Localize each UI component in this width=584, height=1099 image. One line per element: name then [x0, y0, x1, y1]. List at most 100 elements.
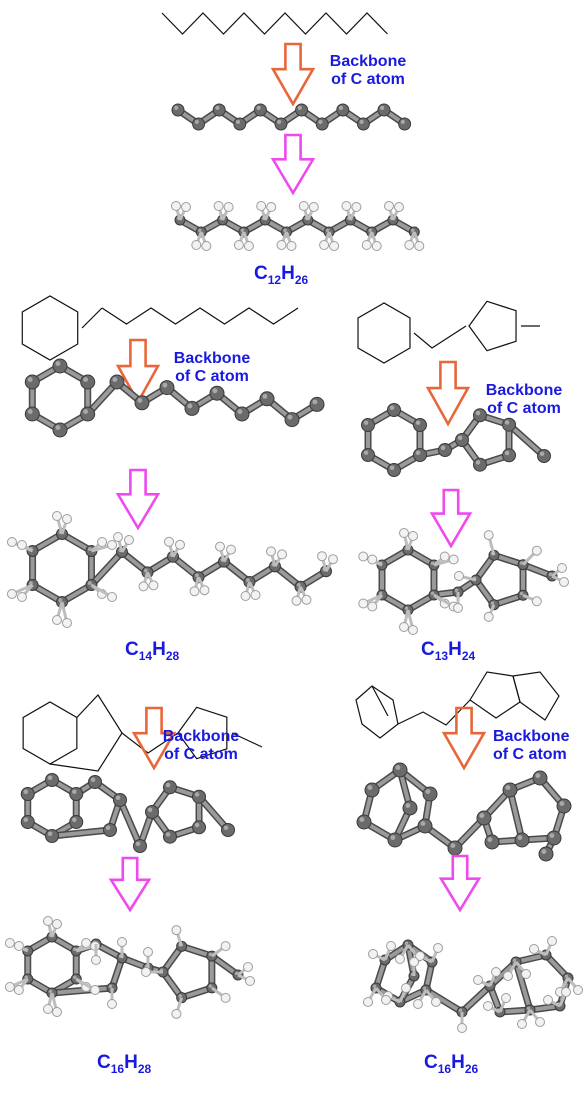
p2-hydrogen-atom — [175, 539, 185, 550]
p5-hydrogen-atom — [501, 993, 511, 1003]
p3-hydrogen-atom — [358, 551, 369, 562]
backbone-label-line2: of C atom — [175, 367, 249, 385]
p3-hydrogen-atom — [367, 554, 378, 565]
p5-backbone-carbon-highlight — [359, 817, 365, 822]
p1-backbone-carbon-atom — [274, 117, 288, 131]
p1-hydrogen-atom — [171, 201, 181, 211]
p4-full-bond — [50, 986, 114, 995]
p3-backbone-carbon-highlight — [389, 405, 395, 410]
p2-hydrogen-atom — [52, 511, 62, 521]
p1-backbone-carbon-highlight — [400, 119, 405, 124]
backbone-arrow-1 — [270, 42, 316, 107]
p5-hydrogen-atom — [368, 949, 378, 959]
p5-full-bond — [460, 984, 492, 1014]
p1-full-carbon-highlight — [198, 228, 202, 232]
backbone-label-4: Backbone of C atom — [146, 728, 256, 763]
p5-hydrogen-atom — [491, 967, 501, 977]
p2-hydrogen-atom — [317, 551, 327, 562]
p1-backbone-carbon-highlight — [297, 105, 302, 110]
p4-backbone-carbon-highlight — [23, 789, 29, 794]
p2-backbone-carbon-highlight — [112, 377, 118, 382]
p2-hydrogen-atom — [16, 540, 27, 550]
p1-hydrogen-atom — [223, 202, 234, 212]
p2-backbone-carbon-highlight — [162, 382, 168, 388]
p1-hydrogen-atom — [298, 201, 309, 211]
p1-hydrogen-atom — [329, 241, 340, 251]
backbone-label-3: Backbone of C atom — [469, 382, 579, 417]
p2-backbone-carbon-highlight — [312, 399, 318, 405]
p5-backbone-carbon-highlight — [487, 837, 493, 842]
p4-hydrogen-atom — [171, 1008, 182, 1019]
p2-backbone-carbon-atom — [309, 396, 325, 412]
p4-backbone-carbon-highlight — [90, 777, 96, 782]
p4-backbone-carbon-highlight — [135, 841, 141, 846]
p2-hydrogen-atom — [113, 532, 123, 542]
formula-c16h28: C16H28 — [97, 1052, 152, 1076]
p5-hydrogen-atom — [483, 1001, 493, 1011]
p3-backbone-carbon-atom — [455, 433, 469, 447]
backbone-label-line1: Backbone — [493, 728, 570, 745]
p5-hydrogen-atom — [457, 1023, 467, 1033]
p2-backbone-carbon-highlight — [262, 393, 268, 399]
p1-backbone-carbon-highlight — [215, 105, 220, 110]
p2-hydrogen-atom — [215, 541, 225, 552]
p4-backbone-carbon-highlight — [115, 795, 121, 800]
p5-backbone-carbon-atom — [356, 814, 372, 830]
p2-backbone-carbon-atom — [24, 406, 40, 422]
p5-hydrogen-atom — [401, 983, 411, 993]
p4-hydrogen-atom — [52, 1007, 62, 1017]
p5-hydrogen-atom — [543, 995, 553, 1005]
p4-hydrogen-atom — [107, 999, 117, 1009]
p3-backbone-carbon-atom — [387, 403, 401, 417]
hydrogen-arrow-3 — [429, 488, 473, 549]
p4-hydrogen-atom — [245, 976, 255, 986]
formula-c16h26: C16H26 — [424, 1052, 479, 1076]
p3-backbone-carbon-atom — [412, 418, 427, 432]
p4-hydrogen-atom — [4, 982, 15, 992]
backbone-label-line2: of C atom — [164, 745, 238, 763]
hydrogen-arrow-2 — [115, 468, 161, 531]
p2-hydrogen-atom — [124, 535, 134, 545]
p1-hydrogen-atom — [351, 202, 362, 212]
p5-hydrogen-atom — [503, 971, 513, 981]
p1-full-carbon-highlight — [240, 228, 245, 232]
formula-c12h26: C12H26 — [254, 263, 309, 287]
p2-hydrogen-atom — [189, 586, 200, 597]
p5-backbone-carbon-atom — [392, 762, 408, 778]
skeletal-cyclopentane-a — [469, 671, 521, 719]
p5-full-carbon-highlight — [512, 958, 517, 962]
p5-backbone-carbon-highlight — [450, 843, 456, 848]
backbone-label-line2: of C atom — [487, 399, 561, 417]
p4-backbone-carbon-highlight — [72, 789, 77, 794]
backbone-label-1: Backbone of C atom — [313, 53, 423, 88]
p1-full-carbon-highlight — [368, 228, 372, 232]
p2-full-carbon-highlight — [245, 578, 250, 582]
p2-backbone-carbon-atom — [134, 395, 150, 411]
p2-hydrogen-atom — [62, 618, 72, 628]
p4-hydrogen-atom — [52, 919, 62, 929]
p2-backbone-carbon-atom — [184, 400, 200, 416]
p3-hydrogen-atom — [448, 554, 459, 565]
p2-hydrogen-atom — [16, 592, 27, 602]
p1-hydrogen-atom — [191, 240, 202, 250]
p3-backbone-carbon-highlight — [415, 450, 421, 455]
backbone-label-line1: Backbone — [485, 382, 563, 399]
p2-hydrogen-atom — [107, 540, 118, 550]
p2-hydrogen-atom — [226, 544, 236, 555]
p4-backbone-bond — [197, 794, 230, 832]
p3-hydrogen-atom — [367, 601, 378, 612]
p1-hydrogen-atom — [414, 241, 425, 251]
p5-backbone-carbon-highlight — [535, 773, 541, 778]
p5-hydrogen-atom — [521, 969, 531, 979]
p2-backbone-carbon-atom — [284, 412, 300, 428]
p4-hydrogen-atom — [43, 1004, 53, 1014]
p5-backbone-carbon-atom — [364, 782, 380, 798]
skeletal-fused-cyclopentane — [49, 694, 123, 772]
p1-hydrogen-atom — [341, 201, 352, 211]
p3-backbone-carbon-highlight — [389, 465, 395, 470]
p5-backbone-carbon-atom — [556, 798, 572, 814]
p5-backbone-carbon-atom — [387, 832, 403, 848]
p4-backbone-carbon-highlight — [194, 792, 200, 797]
p5-full-carbon-highlight — [458, 1008, 463, 1012]
p2-backbone-carbon-highlight — [55, 425, 61, 430]
